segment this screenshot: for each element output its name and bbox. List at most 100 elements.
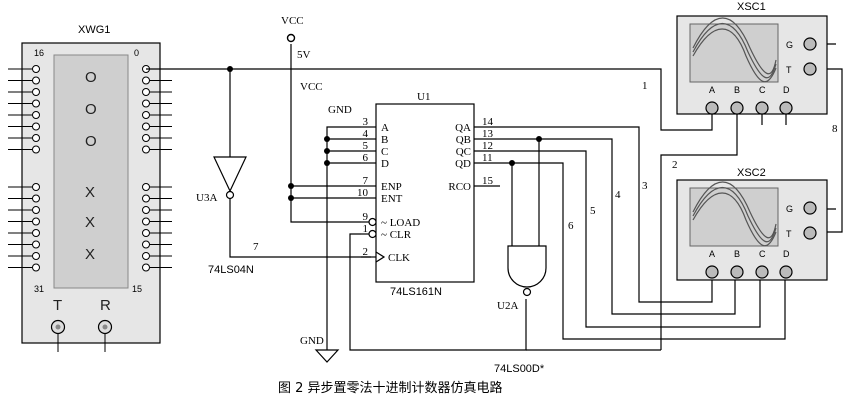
xwg1-right-pin[interactable]	[142, 240, 150, 249]
u1-pin-number: 15	[482, 175, 494, 187]
xwg1-left-pin[interactable]	[32, 229, 40, 237]
u1-pin-number: 13	[482, 128, 494, 140]
net-label-5: 5	[590, 205, 596, 217]
xwg1-button-r-label: R	[100, 297, 111, 314]
u1-pin-number: 1	[363, 223, 369, 235]
scope-channel-terminal[interactable]	[755, 101, 769, 115]
u1-pin-number: 9	[363, 211, 369, 223]
xwg1-right-pin[interactable]	[142, 111, 150, 119]
xwg1-right-pin[interactable]	[142, 229, 150, 237]
xwg1-pin-15: 15	[132, 284, 142, 294]
scope-channel-label: D	[783, 249, 790, 259]
ground-symbol	[314, 349, 340, 363]
scope-side-terminal[interactable]	[803, 62, 817, 76]
xwg1-right-pin[interactable]	[142, 88, 150, 96]
xwg1-left-pin[interactable]	[32, 252, 40, 260]
vcc-label: VCC	[281, 15, 304, 27]
scope-channel-terminal[interactable]	[779, 101, 793, 115]
vcc-voltage: 5V	[297, 49, 311, 61]
u1-pin-name: QA	[455, 122, 471, 134]
u1-pin-number: 3	[363, 116, 369, 128]
xwg1-right-pin[interactable]	[142, 76, 150, 85]
xwg1-left-pin[interactable]	[32, 76, 40, 85]
scope-side-terminal[interactable]	[803, 201, 817, 215]
scope-side-label: T	[786, 229, 792, 239]
u1-part: 74LS161N	[390, 286, 442, 298]
junctions	[227, 66, 542, 201]
net-label-4: 4	[615, 189, 621, 201]
scope-channel-label: C	[759, 249, 766, 259]
net-label-2: 2	[672, 159, 678, 171]
scope-side-terminal[interactable]	[803, 226, 817, 240]
scope-channel-terminal[interactable]	[705, 265, 719, 279]
xwg1-right-pin[interactable]	[142, 263, 150, 272]
u1-pin-name: ~ LOAD	[381, 217, 420, 229]
scope-side-label: T	[786, 65, 792, 75]
xwg1-left-pin[interactable]	[32, 99, 40, 108]
xwg1-left-pin[interactable]	[32, 217, 40, 226]
u1-pin-name: QB	[456, 134, 471, 146]
xwg1-left-pin[interactable]	[32, 183, 40, 191]
xwg1-left-pin[interactable]	[32, 134, 40, 142]
u1-pin-number: 5	[363, 140, 369, 152]
scope-channel-label: A	[709, 249, 715, 259]
inverter-u3a: U3A 74LS04N	[196, 156, 254, 276]
xwg1-right-pin[interactable]	[142, 99, 150, 108]
u3a-part: 74LS04N	[208, 264, 254, 276]
xwg1-pin-31: 31	[34, 284, 44, 294]
xwg1-left-pin[interactable]	[32, 88, 40, 96]
xwg1-right-pin[interactable]	[142, 122, 150, 131]
scope-channel-terminal[interactable]	[730, 101, 744, 115]
xwg1-right-pin[interactable]	[142, 145, 150, 154]
net-label-7: 7	[253, 241, 259, 253]
u1-pin-number: 2	[363, 246, 369, 258]
scope-side-label: G	[786, 204, 793, 214]
xwg1-left-pin[interactable]	[32, 65, 40, 73]
net-label-3: 3	[642, 180, 648, 192]
xwg1-left-pin[interactable]	[32, 206, 40, 214]
xwg1-right-pin[interactable]	[142, 134, 150, 142]
u1-pin-name: CLK	[388, 252, 410, 264]
xwg1-left-pin[interactable]	[32, 263, 40, 272]
xwg1-left-pin[interactable]	[32, 111, 40, 119]
u1-pin-number: 12	[482, 140, 493, 152]
scope-channel-label: B	[734, 85, 740, 95]
xwg1-right-pin[interactable]	[142, 206, 150, 214]
xwg1-left-pin[interactable]	[32, 194, 40, 203]
xwg1-name: XWG1	[78, 24, 110, 36]
net-label-1: 1	[642, 80, 648, 92]
xwg1-pin-0: 0	[134, 48, 139, 58]
wires	[146, 33, 843, 363]
u1-pin-name: RCO	[448, 181, 471, 193]
xwg1-right-pin[interactable]	[142, 194, 150, 203]
xwg1-display-0: O	[85, 69, 97, 86]
scope-channel-terminal[interactable]	[705, 101, 719, 115]
scope-channel-terminal[interactable]	[730, 265, 744, 279]
xwg1-right-pin[interactable]	[142, 183, 150, 191]
xwg1-left-pin[interactable]	[32, 122, 40, 131]
xwg1-right-pin[interactable]	[142, 252, 150, 260]
scope-channel-terminal[interactable]	[755, 265, 769, 279]
u1-ref: U1	[417, 91, 430, 103]
xwg1-left-pin[interactable]	[32, 145, 40, 154]
net-label-8: 8	[832, 123, 838, 135]
scope-side-terminal[interactable]	[803, 37, 817, 51]
gnd-bottom-label: GND	[300, 335, 324, 347]
u1-pin-name: ENT	[381, 193, 403, 205]
vcc-side-label: VCC	[300, 81, 323, 93]
scope-channel-label: B	[734, 249, 740, 259]
xwg1-left-pin[interactable]	[32, 240, 40, 249]
scope-channel-label: D	[783, 85, 790, 95]
xwg1-display-5: X	[85, 246, 95, 263]
xsc1-name: XSC1	[737, 1, 766, 13]
u1-pin-name: B	[381, 134, 388, 146]
u1-pin-number: 4	[363, 128, 369, 140]
xwg1-right-pin[interactable]	[142, 217, 150, 226]
scope-channel-terminal[interactable]	[779, 265, 793, 279]
xwg1-display-1: O	[85, 101, 97, 118]
u1-pin-name: QC	[456, 146, 471, 158]
